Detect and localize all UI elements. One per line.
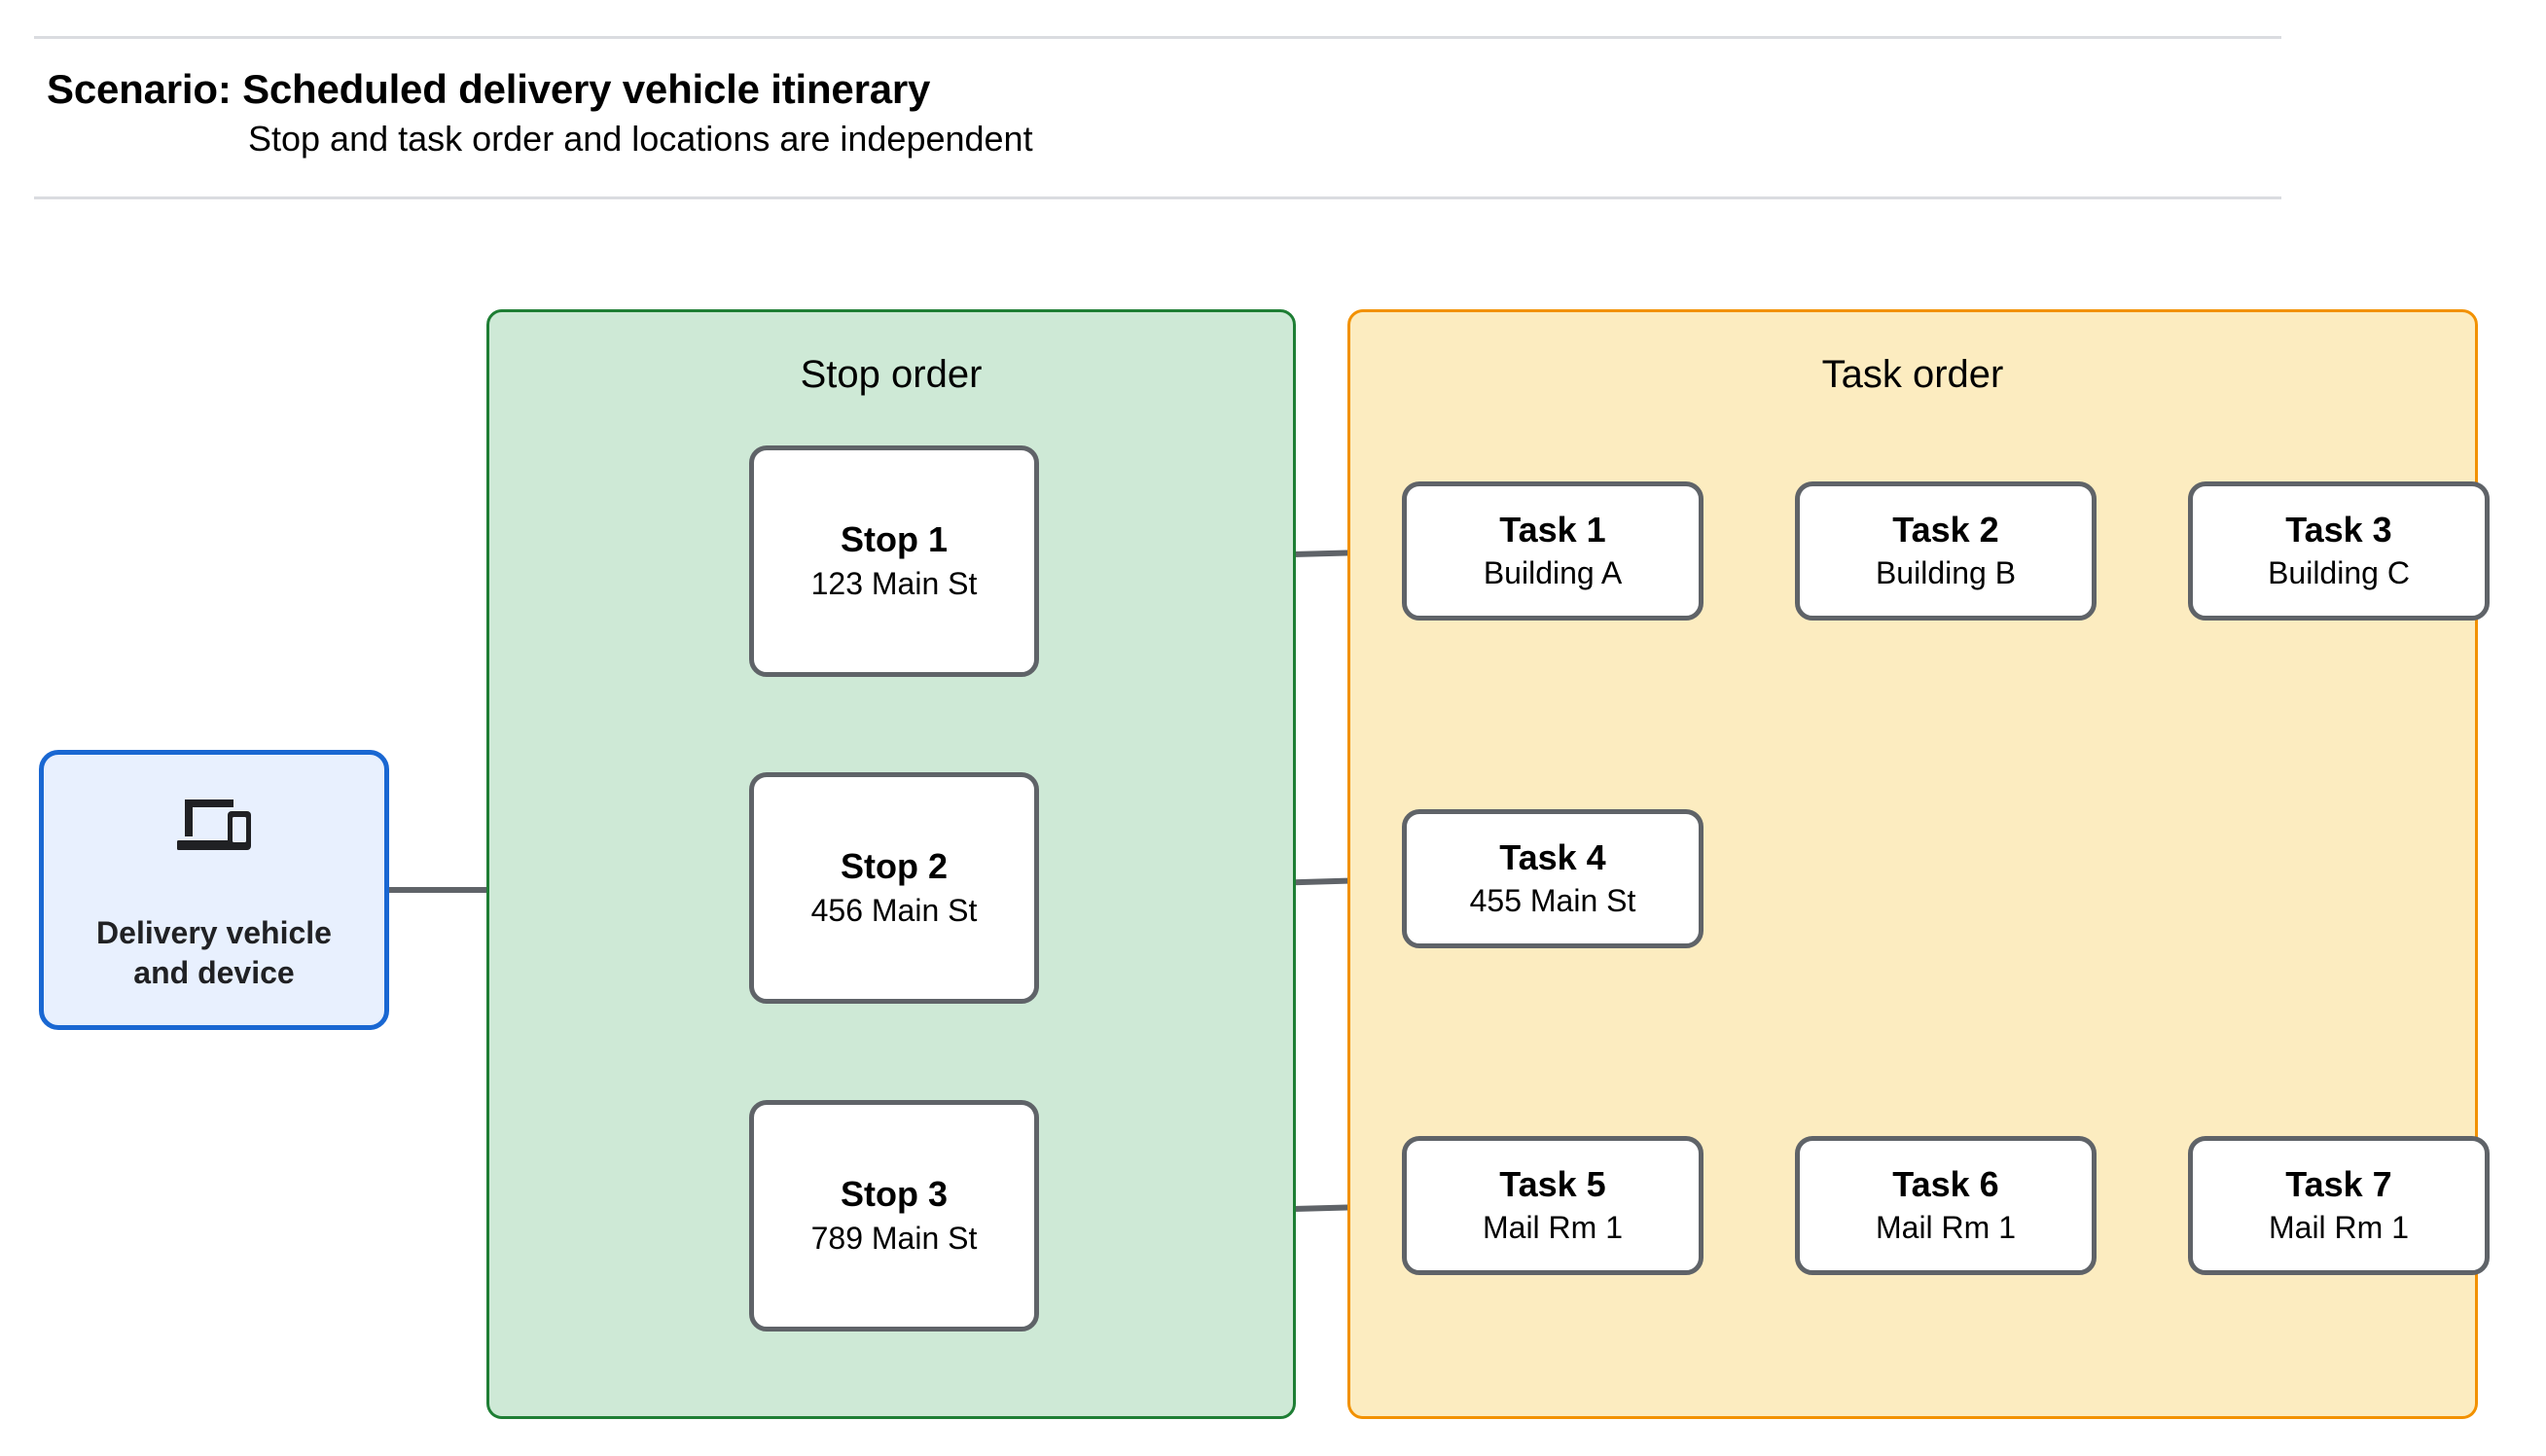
node-task-7[interactable]: Task 7 Mail Rm 1 bbox=[2188, 1136, 2490, 1275]
group-stop-order-title: Stop order bbox=[800, 353, 983, 396]
task-title: Task 1 bbox=[1499, 509, 1606, 550]
vehicle-label: Delivery vehicle and device bbox=[96, 914, 332, 990]
node-stop-1[interactable]: Stop 1 123 Main St bbox=[749, 445, 1039, 677]
node-stop-3[interactable]: Stop 3 789 Main St bbox=[749, 1100, 1039, 1332]
task-title: Task 2 bbox=[1892, 509, 1999, 550]
group-task-order-title: Task order bbox=[1821, 353, 2004, 396]
node-task-2[interactable]: Task 2 Building B bbox=[1795, 481, 2097, 621]
page-subtitle: Stop and task order and locations are in… bbox=[248, 119, 1033, 159]
task-title: Task 7 bbox=[2285, 1163, 2392, 1204]
task-location: Mail Rm 1 bbox=[2268, 1210, 2409, 1246]
stop-address: 456 Main St bbox=[810, 892, 978, 928]
stop-title: Stop 1 bbox=[840, 519, 948, 560]
task-location: 455 Main St bbox=[1469, 883, 1636, 919]
node-task-6[interactable]: Task 6 Mail Rm 1 bbox=[1795, 1136, 2097, 1275]
node-task-1[interactable]: Task 1 Building A bbox=[1402, 481, 1703, 621]
node-delivery-vehicle[interactable]: Delivery vehicle and device bbox=[39, 750, 389, 1030]
task-location: Building B bbox=[1875, 555, 2017, 591]
task-title: Task 4 bbox=[1499, 836, 1606, 877]
header-divider-top bbox=[34, 36, 2281, 39]
task-location: Building A bbox=[1483, 555, 1623, 591]
devices-icon bbox=[173, 794, 255, 859]
task-location: Mail Rm 1 bbox=[1875, 1210, 2016, 1246]
task-location: Building C bbox=[2268, 555, 2410, 591]
node-task-4[interactable]: Task 4 455 Main St bbox=[1402, 809, 1703, 948]
node-stop-2[interactable]: Stop 2 456 Main St bbox=[749, 772, 1039, 1004]
header-divider-bottom bbox=[34, 196, 2281, 199]
stop-address: 789 Main St bbox=[810, 1220, 978, 1256]
stop-address: 123 Main St bbox=[810, 565, 978, 601]
stop-title: Stop 3 bbox=[840, 1174, 948, 1215]
task-title: Task 5 bbox=[1499, 1163, 1606, 1204]
node-task-3[interactable]: Task 3 Building C bbox=[2188, 481, 2490, 621]
task-title: Task 3 bbox=[2285, 509, 2392, 550]
node-task-5[interactable]: Task 5 Mail Rm 1 bbox=[1402, 1136, 1703, 1275]
stop-title: Stop 2 bbox=[840, 846, 948, 887]
task-location: Mail Rm 1 bbox=[1482, 1210, 1623, 1246]
page-title: Scenario: Scheduled delivery vehicle iti… bbox=[47, 66, 931, 112]
task-title: Task 6 bbox=[1892, 1163, 1999, 1204]
